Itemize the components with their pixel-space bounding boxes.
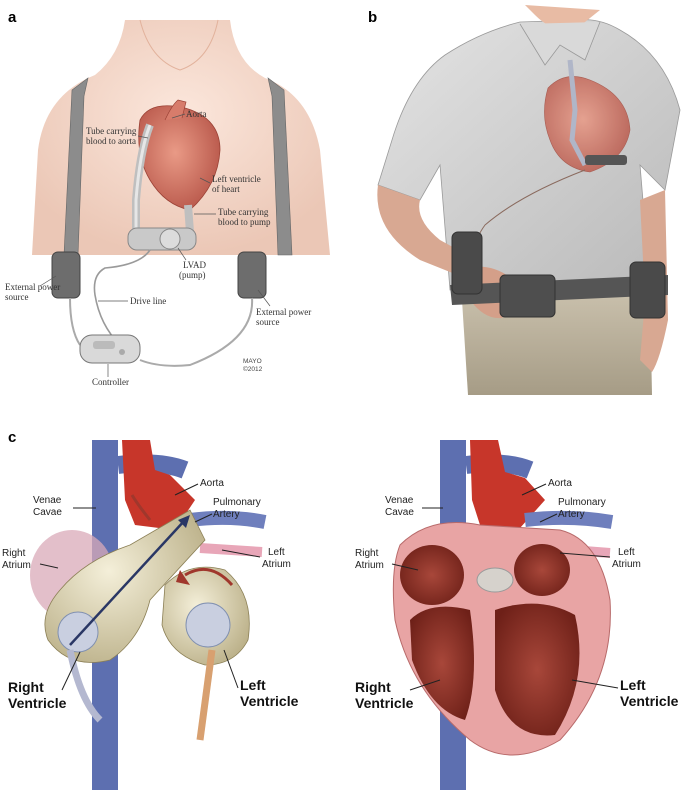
aorta-right xyxy=(470,440,545,528)
label-ra-c-right-1: Right xyxy=(355,548,379,559)
label-rv-c-left-1: Right xyxy=(8,679,44,695)
label-pulm-c-right-1: Pulmonary xyxy=(558,497,606,508)
strap-right xyxy=(267,77,293,256)
label-venae-c-right-1: Venae xyxy=(385,495,414,506)
label-pulm-c-right-2: Artery xyxy=(558,509,585,520)
panel-c-right: Aorta Venae Cavae Pulmonary Artery Right… xyxy=(355,440,679,790)
label-rv-c-right-2: Ventricle xyxy=(355,695,414,711)
panel-b: b xyxy=(368,5,681,395)
label-lv-a-1: Left ventricle xyxy=(212,174,261,184)
label-tube-pump-1: Tube carrying xyxy=(218,207,269,217)
label-la-c-right-2: Atrium xyxy=(612,559,641,570)
label-lv-c-right-1: Left xyxy=(620,677,646,693)
label-rv-c-right-1: Right xyxy=(355,679,391,695)
label-ext-right-2: source xyxy=(256,317,280,327)
label-aorta-c-left: Aorta xyxy=(200,478,224,489)
mayo-credit-1: MAYO xyxy=(243,358,262,365)
label-tube-pump-2: blood to pump xyxy=(218,217,271,227)
label-drive-line: Drive line xyxy=(130,296,166,306)
label-ext-left-1: External power xyxy=(5,282,60,292)
label-venae-c-left-1: Venae xyxy=(33,495,62,506)
label-venae-c-left-2: Cavae xyxy=(33,507,62,518)
label-lv-c-left-1: Left xyxy=(240,677,266,693)
label-tube-aorta-2: blood to aorta xyxy=(86,136,136,146)
label-ra-c-left-1: Right xyxy=(2,548,26,559)
inflow-tube xyxy=(184,204,194,233)
cable-left xyxy=(69,297,81,346)
label-lv-c-right-2: Ventricle xyxy=(620,693,679,709)
panel-label-c: c xyxy=(8,429,16,446)
label-ra-c-right-2: Atrium xyxy=(355,560,384,571)
label-aorta-c-right: Aorta xyxy=(548,478,572,489)
pants-b xyxy=(462,292,652,395)
drive-line xyxy=(93,249,151,346)
lvad-device-b xyxy=(585,155,627,165)
label-venae-c-right-2: Cavae xyxy=(385,507,414,518)
label-lvad-1: LVAD xyxy=(183,260,207,270)
label-la-c-left-1: Left xyxy=(268,547,285,558)
belt-pack-left xyxy=(451,231,483,295)
heart-b xyxy=(544,76,631,173)
panel-label-b: b xyxy=(368,9,377,26)
belt-pack-mid xyxy=(499,274,556,318)
label-ext-left-2: source xyxy=(5,292,29,302)
label-aorta-a: Aorta xyxy=(186,109,207,119)
label-controller: Controller xyxy=(92,377,129,387)
label-rv-c-left-2: Ventricle xyxy=(8,695,67,711)
panel-label-a: a xyxy=(8,9,17,26)
label-ra-c-left-2: Atrium xyxy=(2,560,31,571)
label-la-c-left-2: Atrium xyxy=(262,559,291,570)
label-tube-aorta-1: Tube carrying xyxy=(86,126,137,136)
label-la-c-right-1: Left xyxy=(618,547,635,558)
label-lv-a-2: of heart xyxy=(212,184,240,194)
label-ext-right-1: External power xyxy=(256,307,311,317)
power-pack-right xyxy=(237,251,267,299)
label-pulm-c-left-1: Pulmonary xyxy=(213,497,261,508)
belt-pack-right xyxy=(629,261,666,319)
panel-c-left: c Aorta Venae Cavae Pulmonary Artery xyxy=(2,429,299,790)
power-pack-left xyxy=(51,251,81,299)
panel-a: a Aorta Tube carrying blood to aorta xyxy=(5,9,330,387)
label-lvad-2: (pump) xyxy=(179,270,206,280)
cable-right xyxy=(139,297,254,367)
label-pulm-c-left-2: Artery xyxy=(213,509,240,520)
label-lv-c-left-2: Ventricle xyxy=(240,693,299,709)
mayo-credit-2: ©2012 xyxy=(243,365,263,373)
